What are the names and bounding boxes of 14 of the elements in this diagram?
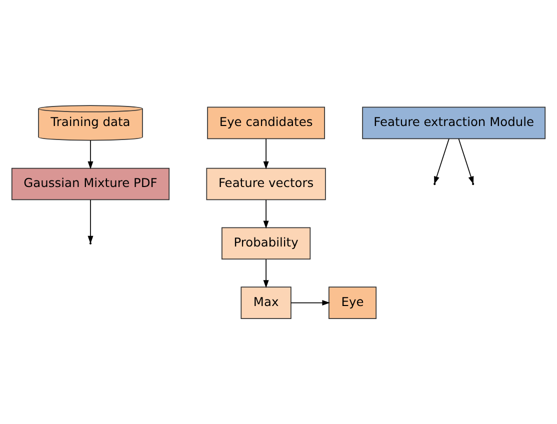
arrow [263, 258, 269, 288]
arrow [290, 300, 330, 306]
arrow [88, 200, 94, 244]
arrow [88, 140, 94, 170]
node-box: Eye [328, 286, 377, 319]
node-box: Eye candidates [207, 106, 326, 140]
node-box: Feature vectors [206, 168, 326, 200]
node-box: Feature extraction Module [362, 106, 546, 140]
node-box: Max [240, 286, 292, 319]
arrow [263, 138, 269, 170]
arrow [458, 138, 474, 184]
arrow [263, 200, 269, 229]
node-box: Probability [222, 227, 311, 260]
node-box: Gaussian Mixture PDF [11, 168, 170, 200]
